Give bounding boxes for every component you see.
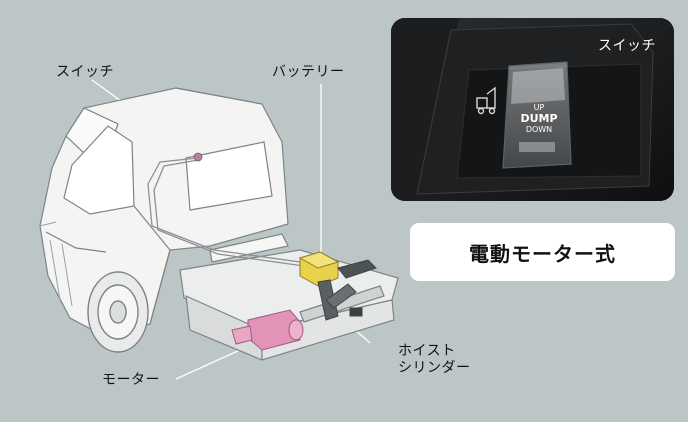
button-up-text: UP <box>533 103 545 112</box>
truck-cab <box>39 87 289 337</box>
dump-truck-icon <box>476 86 496 115</box>
battery-label: バッテリー <box>272 64 345 80</box>
front-wheel <box>87 271 149 353</box>
switch-panel-illustration <box>391 18 674 201</box>
hoist-label-line2: シリンダー <box>398 360 471 376</box>
motor <box>231 309 304 351</box>
switch-label: スイッチ <box>56 64 114 80</box>
cab-front-details <box>39 221 73 307</box>
switch-marker <box>193 152 203 162</box>
inset-switch-label: スイッチ <box>598 38 656 54</box>
hoist-cylinder <box>317 259 377 321</box>
button-down-text: DOWN <box>525 125 553 134</box>
wiring <box>147 157 305 267</box>
battery <box>298 251 340 287</box>
hoist-cylinder-label: ホイスト シリンダー <box>398 343 471 377</box>
motor-label: モーター <box>102 372 160 388</box>
switch-button-text: UP DUMP DOWN <box>509 102 569 135</box>
hoist-label-line1: ホイスト <box>398 343 456 359</box>
electric-motor-type-badge: 電動モーター式 <box>410 223 675 281</box>
button-dump-text: DUMP <box>520 112 558 125</box>
switch-inset-photo: UP DUMP DOWN スイッチ <box>391 18 674 201</box>
